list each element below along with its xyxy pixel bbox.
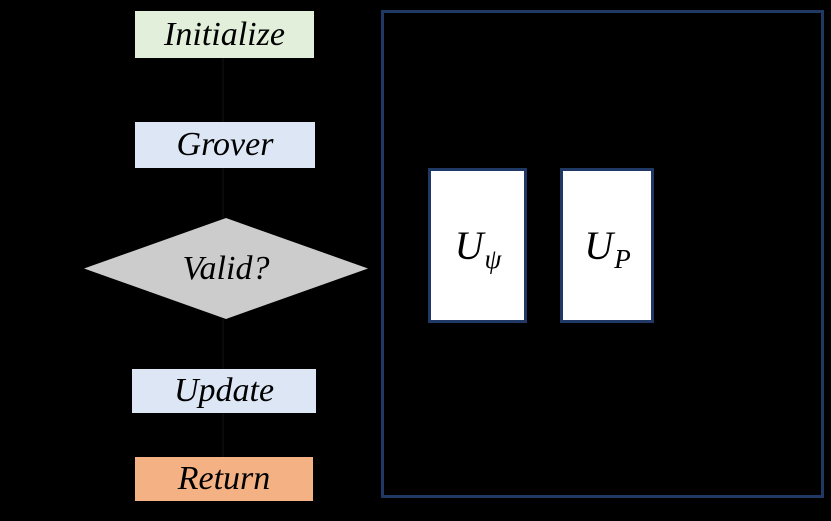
flowchart-node-update[interactable]: Update xyxy=(132,369,316,413)
gate-symbol: U xyxy=(454,222,484,268)
connector-grover-to-valid xyxy=(222,168,224,218)
flowchart-node-grover[interactable]: Grover xyxy=(135,122,315,168)
connector-initialize-to-grover xyxy=(222,58,224,122)
flowchart-node-return[interactable]: Return xyxy=(135,457,313,501)
gate-subscript: ψ xyxy=(484,243,502,274)
flowchart-node-valid-label: Valid? xyxy=(182,249,270,287)
connector-valid-to-update xyxy=(222,319,224,369)
circuit-panel xyxy=(381,10,824,498)
flowchart-node-initialize[interactable]: Initialize xyxy=(135,11,314,58)
flowchart-node-valid[interactable]: Valid? xyxy=(84,218,368,319)
gate-symbol: U xyxy=(584,222,614,268)
gate-subscript: P xyxy=(614,243,631,274)
connector-update-to-return xyxy=(222,413,224,457)
